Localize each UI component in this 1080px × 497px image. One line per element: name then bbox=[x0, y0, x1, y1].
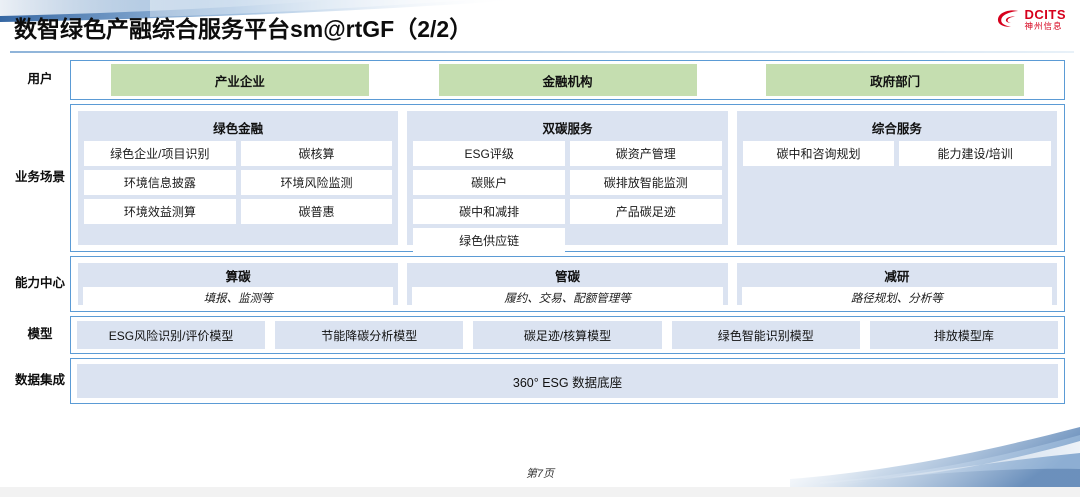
model-box[interactable]: ESG风险识别/评价模型 bbox=[77, 321, 266, 349]
capability-subtitle[interactable]: 履约、交易、配额管理等 bbox=[412, 287, 723, 309]
capability-title: 减研 bbox=[884, 270, 910, 284]
capability-group-carbon-accounting: 算碳 填报、监测等 bbox=[78, 263, 399, 309]
capability-subtitle[interactable]: 填报、监测等 bbox=[83, 287, 394, 309]
scenario-cell[interactable]: ESG评级 bbox=[413, 141, 565, 166]
scenario-group-dual-carbon: 双碳服务 ESG评级 碳资产管理 碳账户 碳排放智能监测 碳中和减排 产品碳足迹… bbox=[407, 111, 728, 253]
row-business-scenarios: 业务场景 绿色金融 绿色企业/项目识别 碳核算 环境信息披露 环境风险监测 环境… bbox=[10, 104, 1065, 253]
scenario-cell[interactable]: 碳普惠 bbox=[240, 199, 393, 224]
scenario-cell[interactable]: 碳排放智能监测 bbox=[569, 170, 722, 195]
scenario-cell[interactable]: 能力建设/培训 bbox=[899, 141, 1051, 166]
logo-text-cn: 神州信息 bbox=[1024, 21, 1063, 31]
scenario-cell[interactable]: 碳中和减排 bbox=[413, 199, 565, 224]
scenario-grid: 绿色企业/项目识别 碳核算 环境信息披露 环境风险监测 环境效益测算 碳普惠 bbox=[84, 141, 393, 224]
row-users: 用户 产业企业 金融机构 政府部门 bbox=[10, 60, 1065, 100]
title-underline bbox=[10, 51, 1074, 53]
scenario-group-green-finance: 绿色金融 绿色企业/项目识别 碳核算 环境信息披露 环境风险监测 环境效益测算 … bbox=[78, 111, 399, 245]
scenario-grid: 碳中和咨询规划 能力建设/培训 bbox=[742, 141, 1051, 166]
scenario-cell[interactable]: 碳账户 bbox=[413, 170, 565, 195]
scenario-cell[interactable]: 环境风险监测 bbox=[240, 170, 393, 195]
footer-page-number: 第7页 bbox=[525, 468, 555, 480]
scenario-cell[interactable]: 碳资产管理 bbox=[569, 141, 722, 166]
user-cell: 金融机构 bbox=[404, 64, 732, 96]
scenario-group-title: 综合服务 bbox=[871, 122, 922, 136]
row-label-business-scenarios: 业务场景 bbox=[14, 170, 65, 185]
capability-title: 算碳 bbox=[225, 270, 251, 284]
scenario-group-title: 双碳服务 bbox=[542, 122, 593, 136]
row-body-data-integration: 360° ESG 数据底座 bbox=[70, 358, 1065, 404]
user-cell: 政府部门 bbox=[731, 64, 1059, 96]
bottom-strip bbox=[0, 487, 1080, 497]
row-models: 模型 ESG风险识别/评价模型 节能降碳分析模型 碳足迹/核算模型 绿色智能识别… bbox=[10, 316, 1065, 354]
title-bar: 数智绿色产融综合服务平台sm@rtGF（2/2） bbox=[10, 6, 1074, 53]
row-body-users: 产业企业 金融机构 政府部门 bbox=[70, 60, 1065, 100]
capability-group-reduction-research: 减研 路径规划、分析等 bbox=[736, 263, 1057, 309]
row-body-business-scenarios: 绿色金融 绿色企业/项目识别 碳核算 环境信息披露 环境风险监测 环境效益测算 … bbox=[70, 104, 1065, 253]
user-cell: 产业企业 bbox=[76, 64, 404, 96]
capability-subtitle[interactable]: 路径规划、分析等 bbox=[741, 287, 1052, 309]
row-label-data-integration: 数据集成 bbox=[14, 373, 65, 388]
logo-text-en: DCITS bbox=[1024, 7, 1066, 22]
scenario-grid: ESG评级 碳资产管理 碳账户 碳排放智能监测 碳中和减排 产品碳足迹 绿色供应… bbox=[413, 141, 722, 253]
row-label-capability-center: 能力中心 bbox=[14, 276, 65, 291]
capability-group-carbon-management: 管碳 履约、交易、配额管理等 bbox=[407, 263, 728, 309]
scenario-cell[interactable]: 环境信息披露 bbox=[84, 170, 236, 195]
scenario-cell[interactable]: 碳中和咨询规划 bbox=[742, 141, 895, 166]
brand-logo: DCITS 神州信息 bbox=[995, 8, 1067, 31]
row-label-models: 模型 bbox=[27, 327, 53, 342]
scenario-group-title: 绿色金融 bbox=[213, 122, 264, 136]
scenario-cell[interactable]: 环境效益测算 bbox=[84, 199, 236, 224]
data-foundation-box[interactable]: 360° ESG 数据底座 bbox=[77, 364, 1058, 398]
user-box-government[interactable]: 政府部门 bbox=[766, 64, 1025, 96]
model-box[interactable]: 节能降碳分析模型 bbox=[275, 321, 464, 349]
user-box-financial[interactable]: 金融机构 bbox=[438, 64, 697, 96]
model-box[interactable]: 排放模型库 bbox=[869, 321, 1059, 349]
row-body-capability-center: 算碳 填报、监测等 管碳 履约、交易、配额管理等 减研 路径规划、分析等 bbox=[70, 256, 1065, 312]
user-box-industry[interactable]: 产业企业 bbox=[110, 64, 369, 96]
row-body-models: ESG风险识别/评价模型 节能降碳分析模型 碳足迹/核算模型 绿色智能识别模型 … bbox=[70, 316, 1065, 354]
architecture-diagram: 用户 产业企业 金融机构 政府部门 业务场景 绿色金融 绿色 bbox=[10, 60, 1065, 408]
capability-title: 管碳 bbox=[554, 270, 580, 284]
scenario-cell[interactable]: 产品碳足迹 bbox=[569, 199, 722, 224]
scenario-cell[interactable]: 绿色企业/项目识别 bbox=[84, 141, 236, 166]
scenario-group-comprehensive: 综合服务 碳中和咨询规划 能力建设/培训 bbox=[736, 111, 1057, 245]
row-data-integration: 数据集成 360° ESG 数据底座 bbox=[10, 358, 1065, 404]
row-label-users: 用户 bbox=[27, 72, 53, 87]
row-capability-center: 能力中心 算碳 填报、监测等 管碳 履约、交易、配额管理等 减研 路径规划、分析… bbox=[10, 256, 1065, 312]
scenario-cell[interactable]: 绿色供应链 bbox=[413, 228, 565, 253]
model-box[interactable]: 碳足迹/核算模型 bbox=[473, 321, 662, 349]
page-title: 数智绿色产融综合服务平台sm@rtGF（2/2） bbox=[14, 16, 473, 42]
model-box[interactable]: 绿色智能识别模型 bbox=[671, 321, 860, 349]
dcits-swirl-logo-icon bbox=[995, 8, 1021, 30]
scenario-cell[interactable]: 碳核算 bbox=[240, 141, 393, 166]
